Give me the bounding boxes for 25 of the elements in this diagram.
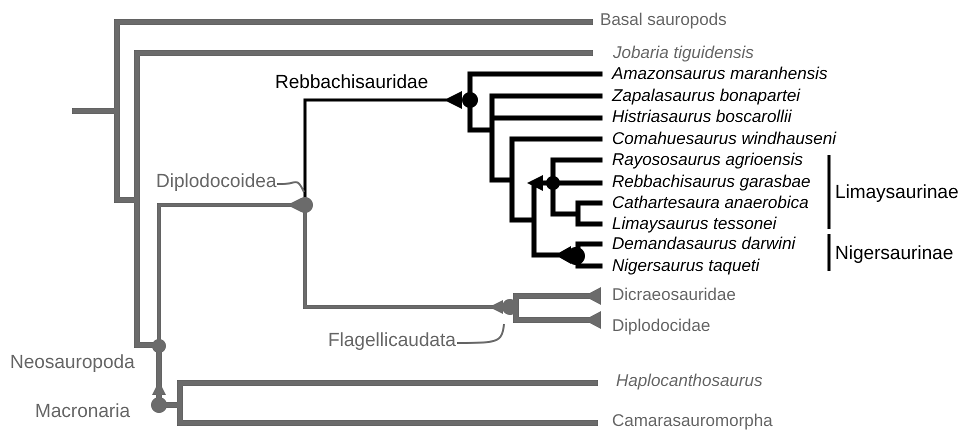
leader-line: [457, 324, 505, 344]
taxon-label: Dicraeosauridae: [612, 285, 736, 305]
taxon-label: Cathartesaura anaerobica: [612, 193, 809, 213]
taxon-label: Basal sauropods: [600, 10, 727, 30]
taxon-label: Amazonsaurus maranhensis: [612, 64, 828, 84]
taxon-label: Rebbachisaurus garasbae: [612, 172, 810, 192]
clade-label: Diplodocoidea: [156, 172, 276, 192]
clade-label: Flagellicaudata: [328, 331, 456, 351]
taxon-label: Comahuesaurus windhauseni: [612, 129, 836, 149]
taxon-label: Zapalasaurus bonapartei: [612, 86, 800, 106]
taxon-label: Demandasaurus darwini: [612, 234, 796, 254]
clade-label: Neosauropoda: [10, 353, 135, 373]
clade-label: Macronaria: [35, 402, 130, 422]
taxon-label: Histriasaurus boscarollii: [612, 107, 792, 127]
taxon-label: Nigersaurus taqueti: [612, 256, 760, 276]
clade-label: Rebbachisauridae: [275, 73, 428, 93]
taxon-label: Rayososaurus agrioensis: [612, 150, 803, 170]
taxon-label: Limaysaurus tessonei: [612, 214, 776, 234]
taxon-label: Camarasauromorpha: [612, 411, 773, 431]
taxon-label: Haplocanthosaurus: [616, 371, 762, 391]
clade-label: Nigersaurinae: [835, 244, 954, 264]
taxon-label: Diplodocidae: [612, 316, 710, 336]
leader-line: [277, 181, 305, 192]
clade-label: Limaysaurinae: [835, 183, 959, 203]
taxon-label: Jobaria tiguidensis: [613, 43, 754, 63]
